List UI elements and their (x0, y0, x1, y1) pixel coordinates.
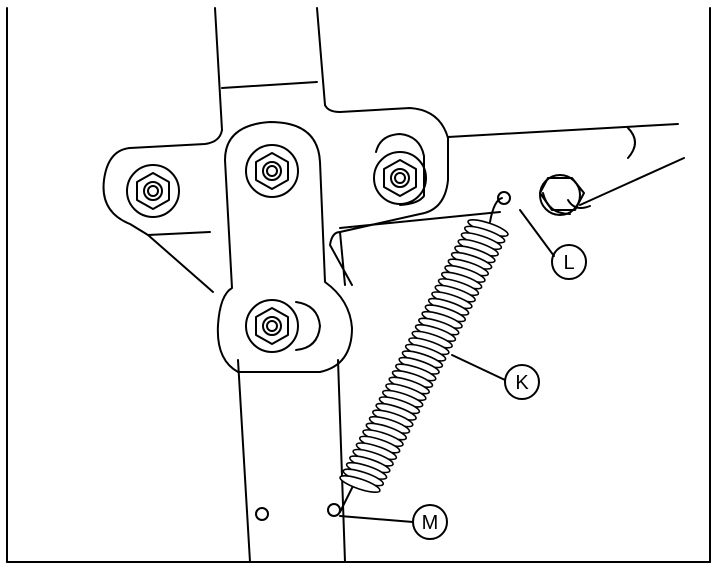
plate-edge (147, 231, 211, 236)
frame-upright (214, 7, 346, 563)
nut-left (126, 164, 180, 218)
plate-edge-2 (339, 211, 501, 229)
frame-hole (255, 507, 269, 521)
callout-k: K (504, 364, 540, 400)
spring-anchor-hole-upper (497, 191, 511, 205)
callout-l-label: L (563, 252, 574, 274)
diagram-frame (6, 7, 711, 563)
callout-l-circle (551, 244, 587, 280)
frame-arm (447, 123, 685, 209)
mounting-plate (102, 104, 449, 293)
callout-m-label: M (422, 512, 439, 534)
callout-m: M (412, 504, 448, 540)
nut-bottom (245, 299, 321, 353)
nut-center-top (245, 144, 299, 198)
nut-right (373, 133, 427, 206)
leader-lines (339, 209, 555, 523)
spring-hook-upper (489, 197, 503, 223)
spring-coil (339, 474, 381, 494)
callout-l: L (551, 244, 587, 280)
spring-anchor-hole-lower (327, 503, 341, 517)
bolt-head (539, 174, 585, 216)
pivot-link-arm (216, 121, 353, 373)
extension-spring (339, 218, 509, 494)
callout-m-circle (412, 504, 448, 540)
callout-k-label: K (515, 372, 529, 394)
callout-k-circle (504, 364, 540, 400)
